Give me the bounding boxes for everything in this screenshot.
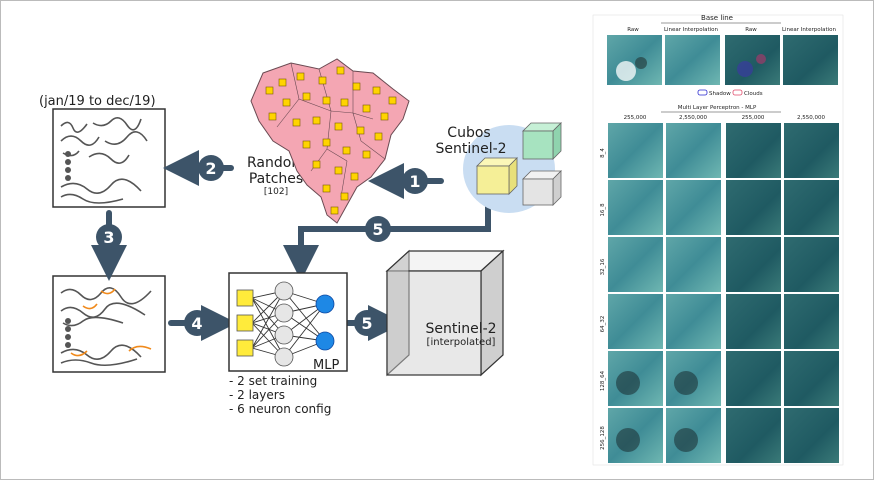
input-nodes xyxy=(236,289,254,357)
svg-text:1: 1 xyxy=(409,172,420,191)
row-label-6: 256_128 xyxy=(600,426,606,450)
result-tile xyxy=(784,408,839,463)
row-label-3: 32_16 xyxy=(600,258,606,275)
cubos-label: Cubos xyxy=(447,125,490,141)
step-5a-badge: 5 xyxy=(365,216,391,242)
output-cube: Sentinel-2 [interpolated] xyxy=(385,249,505,377)
results-panel: Base line Raw Linear Interpolation Raw L… xyxy=(592,14,844,466)
timeseries-dots xyxy=(65,151,71,181)
mlp-col-3: 255,000 xyxy=(742,115,765,121)
svg-text:5: 5 xyxy=(372,220,383,239)
patch-markers xyxy=(265,66,397,215)
baseline-col-1: Raw xyxy=(627,27,639,33)
svg-text:2: 2 xyxy=(205,159,216,178)
shadow-artifact xyxy=(616,371,640,395)
output-nodes xyxy=(315,294,335,351)
period-label: (jan/19 to dec/19) xyxy=(39,94,156,109)
mlp-col-4: 2,550,000 xyxy=(797,115,825,121)
output-label: Sentinel-2 xyxy=(425,321,496,337)
output-sublabel: [interpolated] xyxy=(427,337,496,348)
baseline-title: Base line xyxy=(701,14,733,22)
result-tile xyxy=(784,351,839,406)
cubos-sentinel2: Cubos Sentinel-2 xyxy=(435,122,562,213)
step-5b-badge: 5 xyxy=(354,310,380,336)
random-patches-label-2: Patches xyxy=(249,171,303,187)
yellow-cube xyxy=(476,157,518,195)
result-tile xyxy=(608,294,663,349)
result-tile xyxy=(726,351,781,406)
result-tile xyxy=(726,408,781,463)
mlp-label: MLP xyxy=(313,358,339,373)
result-tile xyxy=(784,180,839,235)
baseline-col-4: Linear Interpolation xyxy=(782,27,837,33)
step-3-badge: 3 xyxy=(96,224,122,250)
result-tile xyxy=(666,123,721,178)
mlp-network: MLP xyxy=(228,272,348,373)
random-patches-label: Random xyxy=(247,155,305,171)
result-tile xyxy=(784,294,839,349)
result-tile xyxy=(608,237,663,292)
shadow-artifact xyxy=(674,428,698,452)
mlp-col-1: 255,000 xyxy=(624,115,647,121)
mlp-col-2: 2,550,000 xyxy=(679,115,707,121)
result-tile xyxy=(666,180,721,235)
row-label-5: 128_64 xyxy=(600,370,606,391)
grey-cube xyxy=(522,170,562,206)
result-tile xyxy=(726,237,781,292)
row-label-1: 8_4 xyxy=(600,148,606,158)
mlp-results-title: Multi Layer Perceptron - MLP xyxy=(678,105,757,111)
row-label-4: 64_32 xyxy=(600,316,606,333)
baseline-col-2: Linear Interpolation xyxy=(664,27,719,33)
svg-text:4: 4 xyxy=(191,314,202,333)
legend-clouds: Clouds xyxy=(744,91,763,97)
baseline-legend: Shadow Clouds xyxy=(697,89,763,97)
mlp-tile-grid xyxy=(608,123,839,463)
svg-text:5: 5 xyxy=(361,314,372,333)
result-tile xyxy=(784,123,839,178)
note-3: - 6 neuron config xyxy=(229,402,331,416)
row-label-2: 16_8 xyxy=(600,203,606,217)
random-patches-count: [102] xyxy=(264,187,288,197)
result-tile xyxy=(784,237,839,292)
result-tile xyxy=(608,123,663,178)
step-2-badge: 2 xyxy=(198,155,224,181)
result-tile xyxy=(666,294,721,349)
cubos-label-2: Sentinel-2 xyxy=(435,141,506,157)
result-tile xyxy=(726,180,781,235)
green-cube xyxy=(522,122,562,160)
timeseries-curves xyxy=(60,117,148,204)
note-1: - 2 set training xyxy=(229,374,317,388)
step-4-badge: 4 xyxy=(184,310,210,336)
note-2: - 2 layers xyxy=(229,388,285,402)
legend-shadow: Shadow xyxy=(709,91,731,97)
shadow-artifact xyxy=(674,371,698,395)
result-tile xyxy=(726,123,781,178)
interpolated-box xyxy=(52,275,166,373)
baseline-tiles xyxy=(607,35,838,85)
shadow-artifact xyxy=(616,428,640,452)
result-tile xyxy=(726,294,781,349)
mlp-row-labels: 8_4 16_8 32_16 64_32 128_64 256_128 xyxy=(600,148,606,450)
step-1-badge: 1 xyxy=(402,168,428,194)
result-tile xyxy=(666,237,721,292)
step-badges: 1 2 3 4 5 5 xyxy=(96,155,428,336)
interpolated-dots xyxy=(65,318,71,348)
interpolated-curves xyxy=(60,287,152,367)
result-tile xyxy=(608,180,663,235)
svg-text:3: 3 xyxy=(103,228,114,247)
hidden-nodes xyxy=(274,281,294,367)
brazil-map xyxy=(250,58,410,224)
baseline-col-3: Raw xyxy=(745,27,757,33)
